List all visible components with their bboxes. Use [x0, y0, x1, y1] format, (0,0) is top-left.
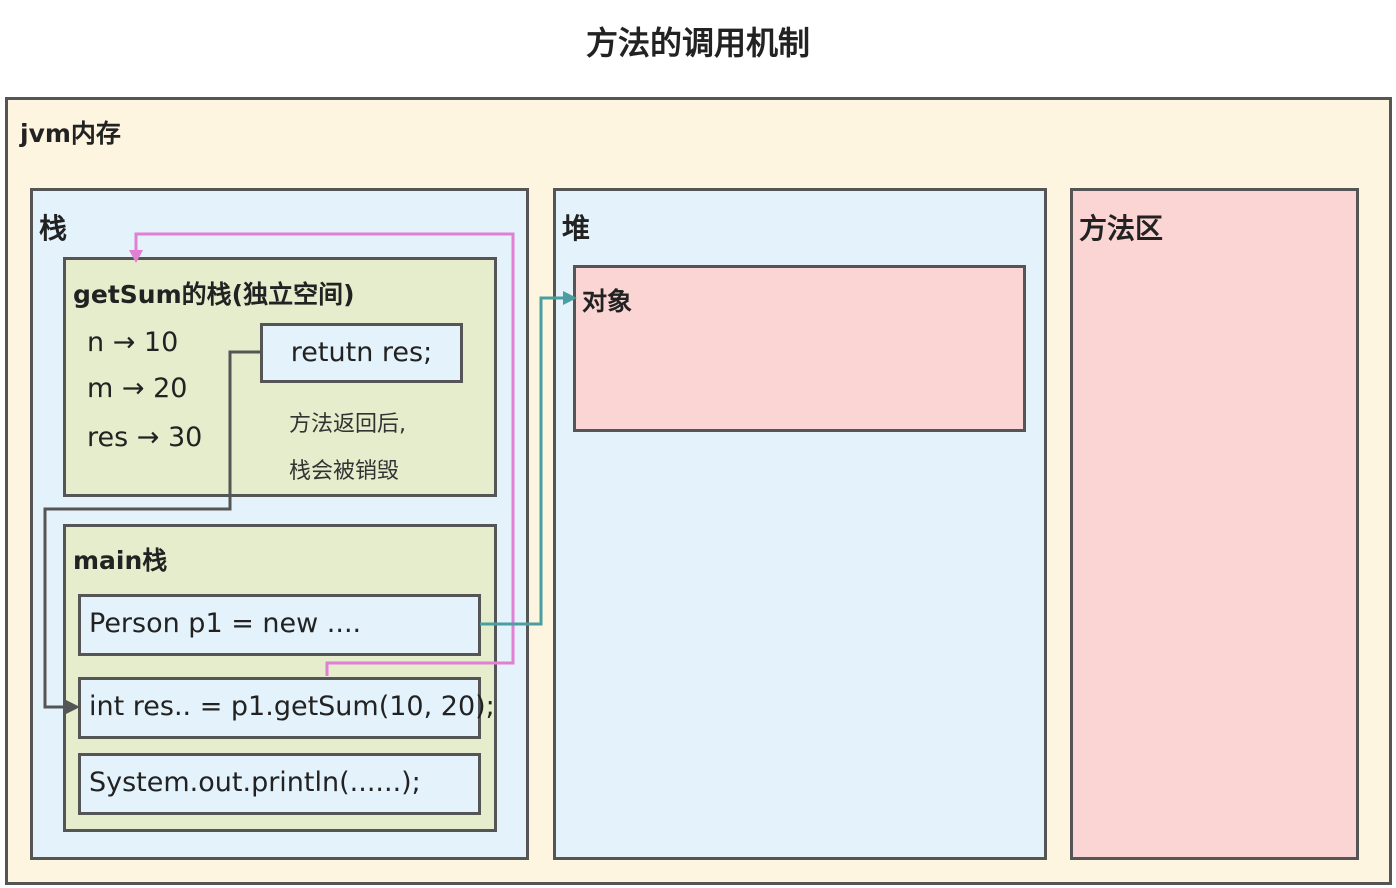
stack-label: 栈 — [39, 212, 68, 245]
destroy-note-line1: 方法返回后, — [289, 412, 406, 437]
var-m: m → 20 — [87, 373, 188, 404]
statement-call-getsum: int res.. = p1.getSum(10, 20); — [78, 677, 495, 739]
return-statement-box: retutn res; — [260, 323, 463, 383]
reference-arrow-head — [563, 291, 577, 305]
heap-object-label: 对象 — [582, 287, 633, 316]
heap-object-box — [573, 265, 1026, 432]
diagram-title: 方法的调用机制 — [585, 24, 810, 62]
var-res: res → 30 — [87, 422, 203, 453]
return-arrow-head — [66, 700, 80, 714]
getsum-frame-label: getSum的栈(独立空间) — [73, 280, 355, 309]
var-n: n → 10 — [87, 327, 179, 358]
destroy-note-line2: 栈会被销毁 — [289, 459, 400, 484]
statement-new-person: Person p1 = new .... — [78, 594, 481, 656]
call-arrow-line — [134, 232, 515, 676]
method-area-region — [1070, 188, 1359, 860]
call-arrow-head — [129, 250, 143, 263]
reference-arrow-line — [480, 296, 565, 626]
main-frame-label: main栈 — [73, 546, 168, 575]
return-arrow-line — [43, 350, 261, 709]
method-area-label: 方法区 — [1079, 212, 1164, 245]
statement-println: System.out.println(......); — [78, 753, 481, 815]
heap-label: 堆 — [562, 212, 591, 245]
jvm-memory-label: jvm内存 — [20, 119, 121, 148]
